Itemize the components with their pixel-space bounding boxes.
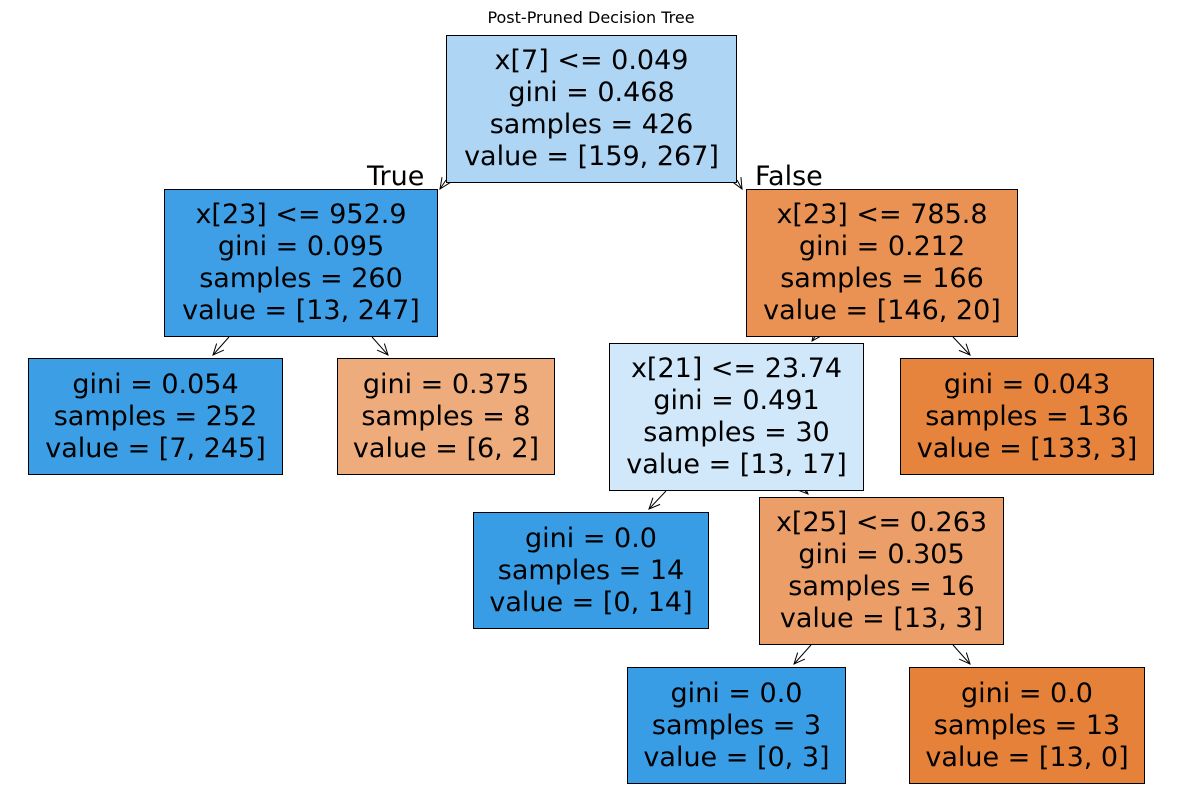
node-line: value = [13, 3]: [779, 603, 984, 634]
node-line: gini = 0.0: [670, 677, 803, 709]
tree-edge: [212, 336, 230, 356]
node-line: samples = 426: [489, 109, 694, 140]
node-line: x[7] <= 0.049: [494, 45, 689, 76]
edge-label-true: True: [367, 161, 425, 192]
node-line: samples = 260: [199, 263, 403, 294]
tree-edge: [371, 336, 389, 356]
chart-title: Post-Pruned Decision Tree: [487, 8, 695, 27]
arrow-head-icon: [439, 177, 451, 191]
arrow-head-icon: [958, 652, 971, 665]
node-line: samples = 30: [643, 417, 830, 448]
node-line: gini = 0.491: [653, 385, 820, 416]
node-line: value = [7, 245]: [45, 432, 266, 464]
node-line: gini = 0.054: [72, 368, 239, 400]
node-line: gini = 0.043: [943, 368, 1111, 400]
node-line: samples = 8: [361, 400, 531, 432]
node-line: gini = 0.095: [217, 231, 385, 262]
node-line: value = [13, 247]: [182, 295, 420, 326]
arrow-head-icon: [958, 343, 971, 356]
node-line: x[25] <= 0.263: [775, 507, 988, 538]
node-line: samples = 13: [933, 709, 1121, 741]
node-line: value = [0, 3]: [643, 741, 830, 773]
arrow-head-icon: [732, 177, 743, 191]
node-line: gini = 0.0: [525, 522, 657, 554]
arrow-head-icon: [648, 497, 661, 510]
node-line: value = [0, 14]: [489, 586, 693, 618]
node-line: value = [146, 20]: [763, 295, 1001, 326]
node-line: samples = 14: [497, 554, 685, 586]
node-line: x[21] <= 23.74: [630, 353, 843, 384]
node-line: gini = 0.468: [508, 77, 675, 108]
node-line: samples = 16: [788, 571, 975, 602]
arrow-head-icon: [212, 343, 225, 356]
tree-edge: [736, 179, 743, 190]
node-line: value = [159, 267]: [464, 141, 719, 172]
node-line: value = [133, 3]: [916, 432, 1138, 464]
node-line: value = [6, 2]: [352, 432, 540, 464]
tree-edge: [952, 336, 971, 356]
tree-edge: [952, 644, 971, 665]
node-line: value = [13, 17]: [626, 449, 847, 480]
node-line: samples = 166: [780, 263, 984, 294]
node-line: gini = 0.305: [798, 539, 965, 570]
node-line: gini = 0.375: [362, 368, 530, 400]
tree-edge: [648, 490, 667, 510]
node-line: samples = 252: [53, 400, 258, 432]
node-line: samples = 136: [925, 400, 1129, 432]
arrow-head-icon: [376, 343, 389, 356]
node-line: x[23] <= 952.9: [195, 199, 407, 230]
tree-edge: [439, 179, 447, 190]
node-line: value = [13, 0]: [925, 741, 1129, 773]
tree-edge: [793, 644, 812, 665]
node-line: x[23] <= 785.8: [776, 199, 988, 230]
node-line: gini = 0.0: [961, 677, 1093, 709]
node-line: gini = 0.212: [798, 231, 966, 262]
arrow-head-icon: [793, 652, 806, 665]
edge-label-false: False: [755, 161, 823, 192]
node-line: samples = 3: [651, 709, 822, 741]
